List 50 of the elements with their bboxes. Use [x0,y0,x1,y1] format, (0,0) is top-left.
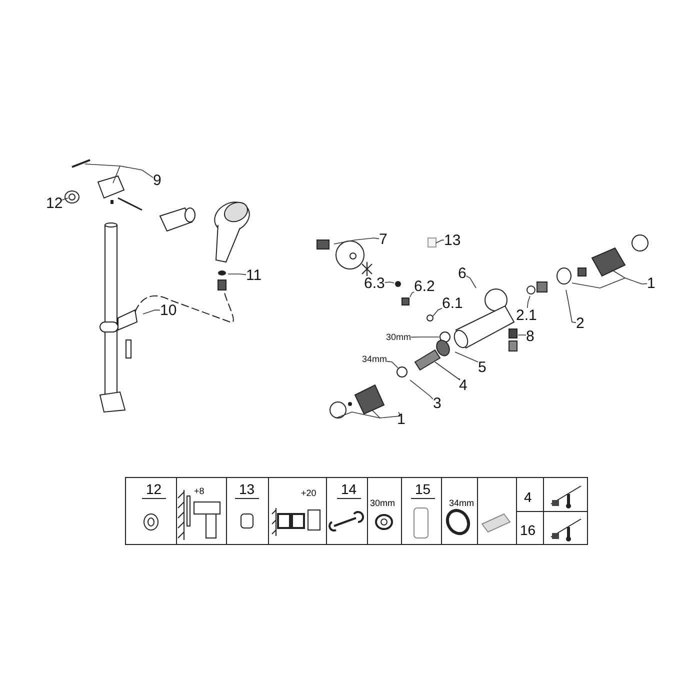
leader-line [84,164,154,184]
leader-line [334,238,380,244]
leader-line [432,308,442,316]
size-label: 34mm [449,497,474,510]
value-label: 16 [520,523,536,537]
leader-line [410,292,414,298]
callout-number: 4 [459,378,468,393]
dimension-label: +20 [301,487,316,500]
callout-number: 6 [458,266,466,281]
callout-number: 2 [576,316,584,331]
callout-number: 1 [647,276,656,291]
leader-line [142,310,160,314]
callout-number: 6.2 [414,279,435,294]
leader-line [384,282,394,284]
callout-number: 11 [246,268,262,283]
leader-line [410,336,440,338]
leader-line [434,362,460,380]
part-number: 13 [235,482,259,499]
leader-line [436,240,444,244]
value-label: 4 [524,490,532,504]
callout-number: 7 [379,232,388,247]
leader-line [566,290,576,324]
part-number: 14 [337,482,361,499]
size-label: 30mm [386,333,412,342]
callout-number: 5 [478,360,486,375]
leader-line [410,380,434,400]
size-label: 34mm [362,355,388,364]
leader-line [466,276,476,288]
leader-line [518,334,526,336]
size-label: 30mm [370,497,396,510]
callout-number: 10 [160,303,177,318]
callout-number: 1 [397,412,406,427]
callout-number: 6.1 [442,296,463,311]
callout-number: 9 [153,173,162,188]
leader-line [62,198,68,200]
callout-number: 8 [526,329,534,344]
leader-line [454,352,478,362]
callout-number: 6.3 [364,276,385,291]
part-number: 12 [142,482,166,499]
part-number: 15 [411,482,435,499]
leader-line [386,360,398,368]
callout-number: 12 [46,196,63,211]
dimension-label: +8 [194,485,204,498]
leader-line [572,270,648,288]
leader-line [336,410,401,418]
callout-number: 3 [433,396,442,411]
callout-number: 13 [444,233,461,248]
leader-line [228,274,246,276]
leader-line [526,296,530,308]
callout-number: 2.1 [516,308,537,323]
